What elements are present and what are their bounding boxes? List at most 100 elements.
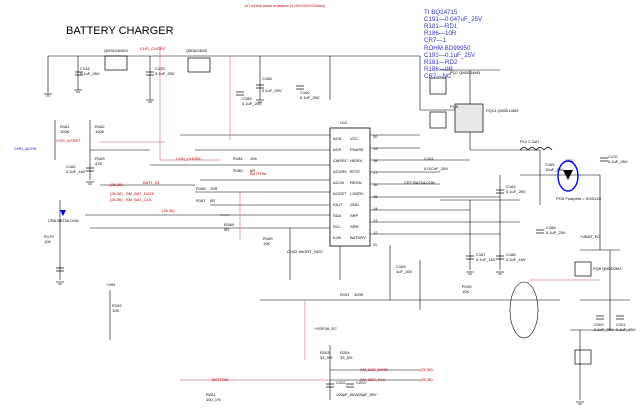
note-line: R181—RD2 [424,59,458,66]
note-line: R186—0R [424,66,453,73]
component-value: 0.1uF_16V [506,257,526,262]
component-ref: C169 [396,264,406,269]
component-ref: R188 [224,222,234,227]
component-value: 33_5% [320,355,333,360]
component-ref: R163 [95,156,105,161]
ic-pin: ACN [333,136,342,141]
component-ref: R161 [60,124,70,129]
capacitors [56,71,624,388]
note-line: TI BQ24715 [424,9,458,16]
mosfet-q4 [429,111,447,129]
ic-pin: SRN [350,224,359,229]
component-value: 10K [263,241,270,246]
ic-pin: ACDRV [333,169,347,174]
page-ref: (26,36) [420,367,433,372]
component-ref: C158 [262,76,272,81]
ic-pin-number: 20 [373,134,378,139]
component-ref: C168 [506,252,516,257]
component-value: 0R [210,198,215,203]
diode-label: CR7 BAT54-02W [404,180,435,185]
component-value: 100K [60,129,70,134]
net-label: CHG_ACOK [14,146,37,151]
note-line: C191—0.047uF_25V [424,16,483,23]
component-value: 33_5% [340,355,353,360]
mosfet-q6 [574,261,592,277]
ic-pin: PHASE [350,147,364,152]
ic-pin-number: 13 [373,218,378,223]
component-ref: R179 [44,234,54,239]
component-ref: C201 [616,322,626,327]
diode-icon [563,170,573,180]
ic-pin-number: 18 [373,158,378,163]
diode-label: PD1 [566,158,575,163]
net-label: CHG_CHGRC [176,156,202,161]
ic-pin: ACDET [333,191,347,196]
ic-pin: SCL [333,224,342,229]
component-ref: C200 [594,322,604,327]
net-label: CHG_CHGRC [140,46,166,51]
ic-pin-number: 17 [373,170,378,175]
component-value: 10K [44,239,51,244]
net-label: +VBAT_EC [580,234,600,239]
component-ref: C162 [66,164,76,169]
component-value: 10uF_25V [545,167,564,172]
component-value: 0R [250,168,255,173]
component-ref: C161 [424,156,434,161]
ic-pin: CMSRC [333,158,348,163]
ic-pin: BATDRV [350,235,366,240]
net-labels: CHG_CHGRC CHG_ACDET CHG_CHGRC BATT_IN BA… [14,46,600,382]
component-value: 47K [95,161,102,166]
component-ref: C133 [155,66,165,71]
net-label: CHG_ACDET [56,138,81,143]
component-ref: R189 [263,236,273,241]
ic-pin: SDA [333,213,342,218]
component-value: 10K [112,308,119,313]
component-ref: R184 [233,156,243,161]
ic-body [329,127,371,247]
component-ref: R191 [340,292,350,297]
component-value: 10K [250,156,257,161]
net-label: SM_BAT_CLK [360,377,386,382]
ic-pin: BTST [350,169,361,174]
component-ref: C203 [356,380,366,385]
notes-block: TI BQ24715 C191—0.047uF_25V R181—RD1 R18… [424,9,483,80]
component-value: 0.1uF_16V [476,257,496,262]
component-ref: C202 [336,380,346,385]
ic-pin: SRP [350,213,359,218]
component-value: 0.1uF_25V [262,88,282,93]
component-ref: C166 [546,225,556,230]
page-ref: (26,36) [110,197,123,202]
component-value: 100_1% [206,397,221,402]
inductor-label: PL2 2.2uH [520,139,539,144]
component-ref: R192 [112,303,122,308]
ic-pin: REGN [350,180,362,185]
page-ref: (26,36) [420,377,433,382]
mosfet-label: PQ9 [450,104,459,109]
note-line: R181—RD1 [424,23,458,30]
component-ref: C170 [608,154,618,159]
ch-label: CH22 ShORT_0402 [287,249,324,254]
ic-pin-number: 19 [373,146,378,151]
ic-u12: U12 ACN ACP CMSRC ACDRV ACOK ACDET IOUT … [329,120,378,247]
ic-pin: VCC [350,136,359,141]
component-value: 0.1uF_25V [80,71,100,76]
highlight-circle [557,160,579,192]
component-ref: R187 [196,198,206,203]
ic-pin: ACOK [333,180,345,185]
component-ref: R186 [196,186,206,191]
component-ref: R203 [320,350,330,355]
ic-pin: GND [350,202,359,207]
net-label: BATTRM [212,377,228,382]
top-note: AC current sense resistance (0.10/0.020/… [245,4,325,8]
note-line: C191—0.1uF_25V [424,52,476,59]
ic-ref: U12 [340,120,348,125]
mosfet-label: QM3214MX3 [104,48,128,53]
page-ref: (26,36) [110,182,123,187]
net-wires [100,46,600,381]
note-line: CR7—1 [424,37,447,44]
highlight-oval [509,281,539,339]
ic-pin: HIDRV [350,158,363,163]
ic-pin-number: 12 [373,230,378,235]
